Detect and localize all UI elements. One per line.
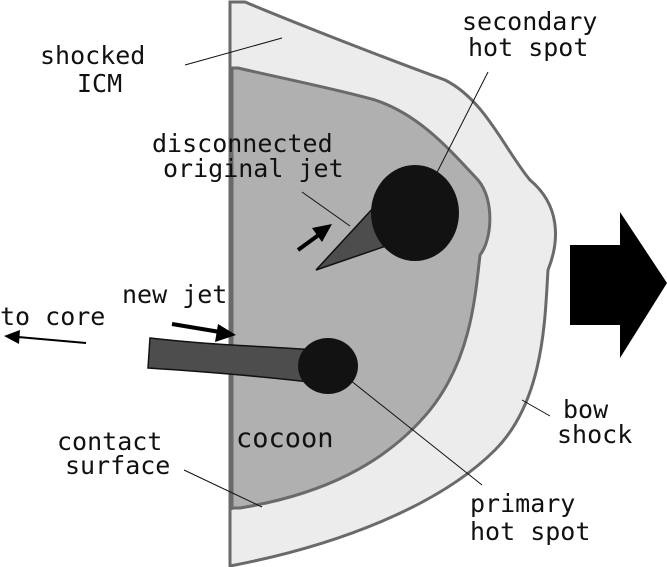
leader-primary-hot-spot: [349, 379, 483, 486]
label-bow: bow: [563, 395, 609, 424]
primary-hot-spot: [298, 338, 358, 394]
label-cocoon: cocoon: [236, 423, 334, 454]
jet-arrow-shaft: [296, 232, 322, 252]
leader-contact-surface: [183, 469, 263, 508]
label-shock: shock: [557, 420, 632, 449]
leader-bow-shock: [521, 399, 551, 417]
new-jet-arrow-shaft: [171, 322, 221, 334]
leader-original-jet: [301, 191, 351, 227]
new-jet-arrow-head: [215, 324, 236, 342]
label-primary: primary: [470, 489, 575, 518]
leader-secondary-hot-spot: [419, 71, 489, 207]
label-secondary: secondary: [462, 7, 597, 36]
motion-arrow: [570, 212, 667, 358]
label-icm: ICM: [77, 69, 122, 98]
label-original-jet: original jet: [163, 154, 344, 183]
label-to-core: to core: [0, 302, 105, 331]
label-surface: surface: [65, 451, 170, 480]
to-core-arrow-head: [4, 330, 20, 344]
label-contact: contact: [57, 427, 162, 456]
secondary-hot-spot: [371, 165, 459, 261]
jet-arrow-head: [312, 224, 332, 242]
label-shocked: shocked: [40, 41, 145, 70]
label-secondary-hot-spot: hot spot: [468, 33, 588, 62]
label-new-jet: new jet: [122, 280, 227, 309]
to-core-arrow-shaft: [17, 336, 87, 344]
leader-shocked-icm: [184, 37, 283, 66]
label-disconnected: disconnected: [152, 129, 333, 158]
label-primary-hot-spot: hot spot: [470, 517, 590, 546]
